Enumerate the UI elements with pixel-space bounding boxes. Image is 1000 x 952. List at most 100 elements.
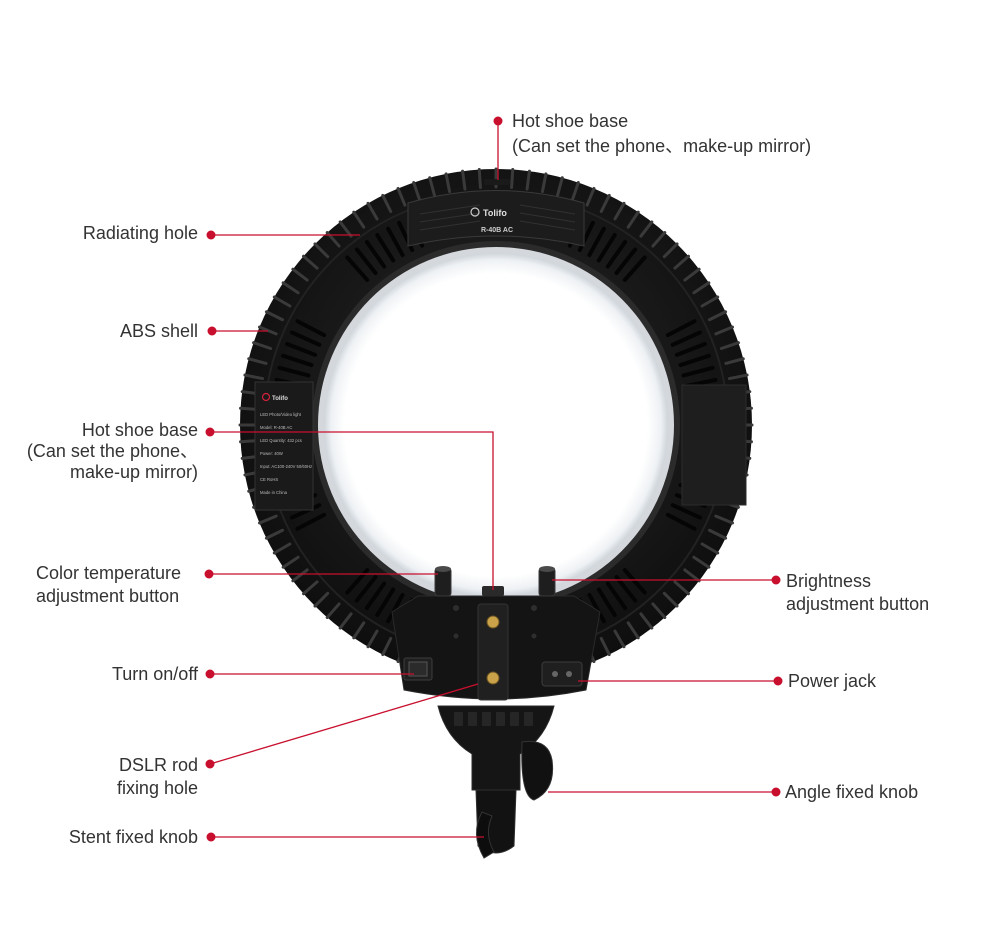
shell-rib [272, 295, 292, 308]
shell-rib [313, 591, 330, 608]
shell-rib [291, 568, 309, 583]
shell-rib [510, 168, 515, 190]
callout-hot-shoe-left-note2: make-up mirror) [69, 462, 198, 482]
side-panel [681, 384, 747, 506]
radiating-hole-slot [386, 226, 405, 257]
shell-rib [673, 254, 690, 270]
shell-rib [714, 514, 735, 525]
model-plate: Tolifo R-40B AC [407, 190, 585, 247]
mount-bracket [437, 705, 555, 859]
shell-rib [444, 172, 452, 194]
shell-rib [683, 568, 701, 583]
radiating-hole-slot [596, 587, 617, 617]
shell-rib [651, 602, 667, 619]
shell-rib [692, 555, 711, 569]
shell-rib [700, 542, 720, 555]
callout-color-temperature-line2: adjustment button [36, 586, 180, 606]
callout-dots [204, 116, 783, 842]
shell-rib [707, 310, 728, 322]
shell-rib [302, 254, 319, 270]
radiating-hole-slot [285, 341, 318, 357]
radiating-hole-slot [670, 503, 702, 520]
shell-rib [352, 621, 366, 640]
shell-rib [599, 636, 611, 657]
callout-turn-on-off-text: Turn on/off [111, 664, 198, 684]
callout-lines [209, 121, 778, 838]
shell-rib [626, 210, 640, 229]
shell-rib [325, 602, 341, 619]
control-box [391, 566, 601, 701]
radiating-hole-slot [290, 330, 322, 347]
shell-rib [525, 169, 531, 191]
radiating-hole-slot [678, 353, 712, 368]
shell-rib [264, 528, 285, 540]
shell-rib [683, 267, 701, 282]
radiating-hole-slot [345, 255, 370, 282]
callout-brightness-line1: Brightness [786, 571, 872, 591]
callout-stent-knob: Stent fixed knob [69, 826, 198, 849]
radiating-hole-slot [280, 353, 314, 368]
callout-hot-shoe-top-note: (Can set the phone、make-up mirror) [512, 136, 812, 156]
shell-rib [381, 193, 393, 214]
shell-rib [477, 168, 482, 190]
radiating-hole-slot [614, 575, 638, 603]
shell-rib [651, 231, 667, 248]
radiating-hole-slot [670, 330, 702, 347]
shell-rib [613, 629, 626, 649]
spec-label-line: LED Photo/Video light [260, 412, 302, 417]
shell-rib [692, 281, 711, 295]
shell-rib [252, 341, 273, 350]
shell-rib [338, 612, 353, 630]
callout-power-jack-text: Power jack [788, 671, 877, 691]
callout-color-temperature: Color temperature adjustment button [36, 562, 181, 608]
callout-stent-knob-text: Stent fixed knob [68, 827, 198, 847]
shell-rib [639, 612, 654, 630]
shell-rib [247, 357, 268, 365]
stent-knob [476, 811, 495, 859]
callout-dslr-rod: DSLR rod fixing hole [117, 754, 198, 800]
label-logo-icon [261, 392, 271, 402]
shell-rib [396, 186, 407, 207]
shell-rib [264, 310, 285, 322]
power-jack-socket [541, 661, 583, 687]
radiating-hole-slot [665, 512, 697, 531]
callout-hot-shoe-top: Hot shoe base (Can set the phone、make-up… [512, 110, 811, 158]
callout-hot-shoe-left: Hot shoe base (Can set the phone、 make-u… [27, 420, 198, 483]
brightness-knob [538, 566, 556, 597]
callout-hot-shoe-left-note1: (Can set the phone、 [26, 441, 198, 461]
radiating-hole-slot [277, 365, 311, 378]
shell-rib [714, 325, 735, 336]
shell-rib [281, 555, 300, 569]
callout-hot-shoe-top-title: Hot shoe base [512, 111, 629, 131]
shell-rib [366, 201, 379, 221]
radiating-hole-slot [290, 503, 322, 520]
callout-radiating-hole: Radiating hole [83, 222, 198, 245]
spec-label-line: Input: AC100-240V 50/60Hz [260, 464, 312, 469]
callout-abs-shell-text: ABS shell [119, 321, 198, 341]
callout-angle-knob-text: Angle fixed knob [785, 782, 919, 802]
spec-label-line: Power: 40W [260, 451, 283, 456]
spec-label-line: Model: R-40B AC [260, 425, 292, 430]
radiating-hole-slot [614, 247, 638, 275]
label-brand: Tolifo [272, 396, 288, 402]
shell-rib [626, 621, 640, 640]
callout-brightness: Brightness adjustment button [786, 570, 929, 616]
shell-rib [571, 181, 580, 202]
hot-shoe-plate [477, 603, 509, 701]
radiating-hole-slot [354, 575, 378, 603]
shell-rib [639, 220, 654, 238]
radiating-hole-slot [622, 255, 647, 282]
screw-hole-upper [486, 615, 500, 629]
shell-rib [352, 210, 366, 229]
shell-rib [412, 181, 421, 202]
radiating-hole-slot [375, 587, 396, 617]
radiating-hole-slot [364, 239, 387, 269]
callout-dslr-rod-line2: fixing hole [116, 778, 198, 798]
radiating-hole-slot [295, 512, 327, 531]
callout-brightness-line2: adjustment button [786, 594, 930, 614]
model-number: R-40B AC [481, 227, 513, 234]
callout-power-jack: Power jack [788, 670, 876, 693]
top-hot-shoe [484, 179, 510, 185]
